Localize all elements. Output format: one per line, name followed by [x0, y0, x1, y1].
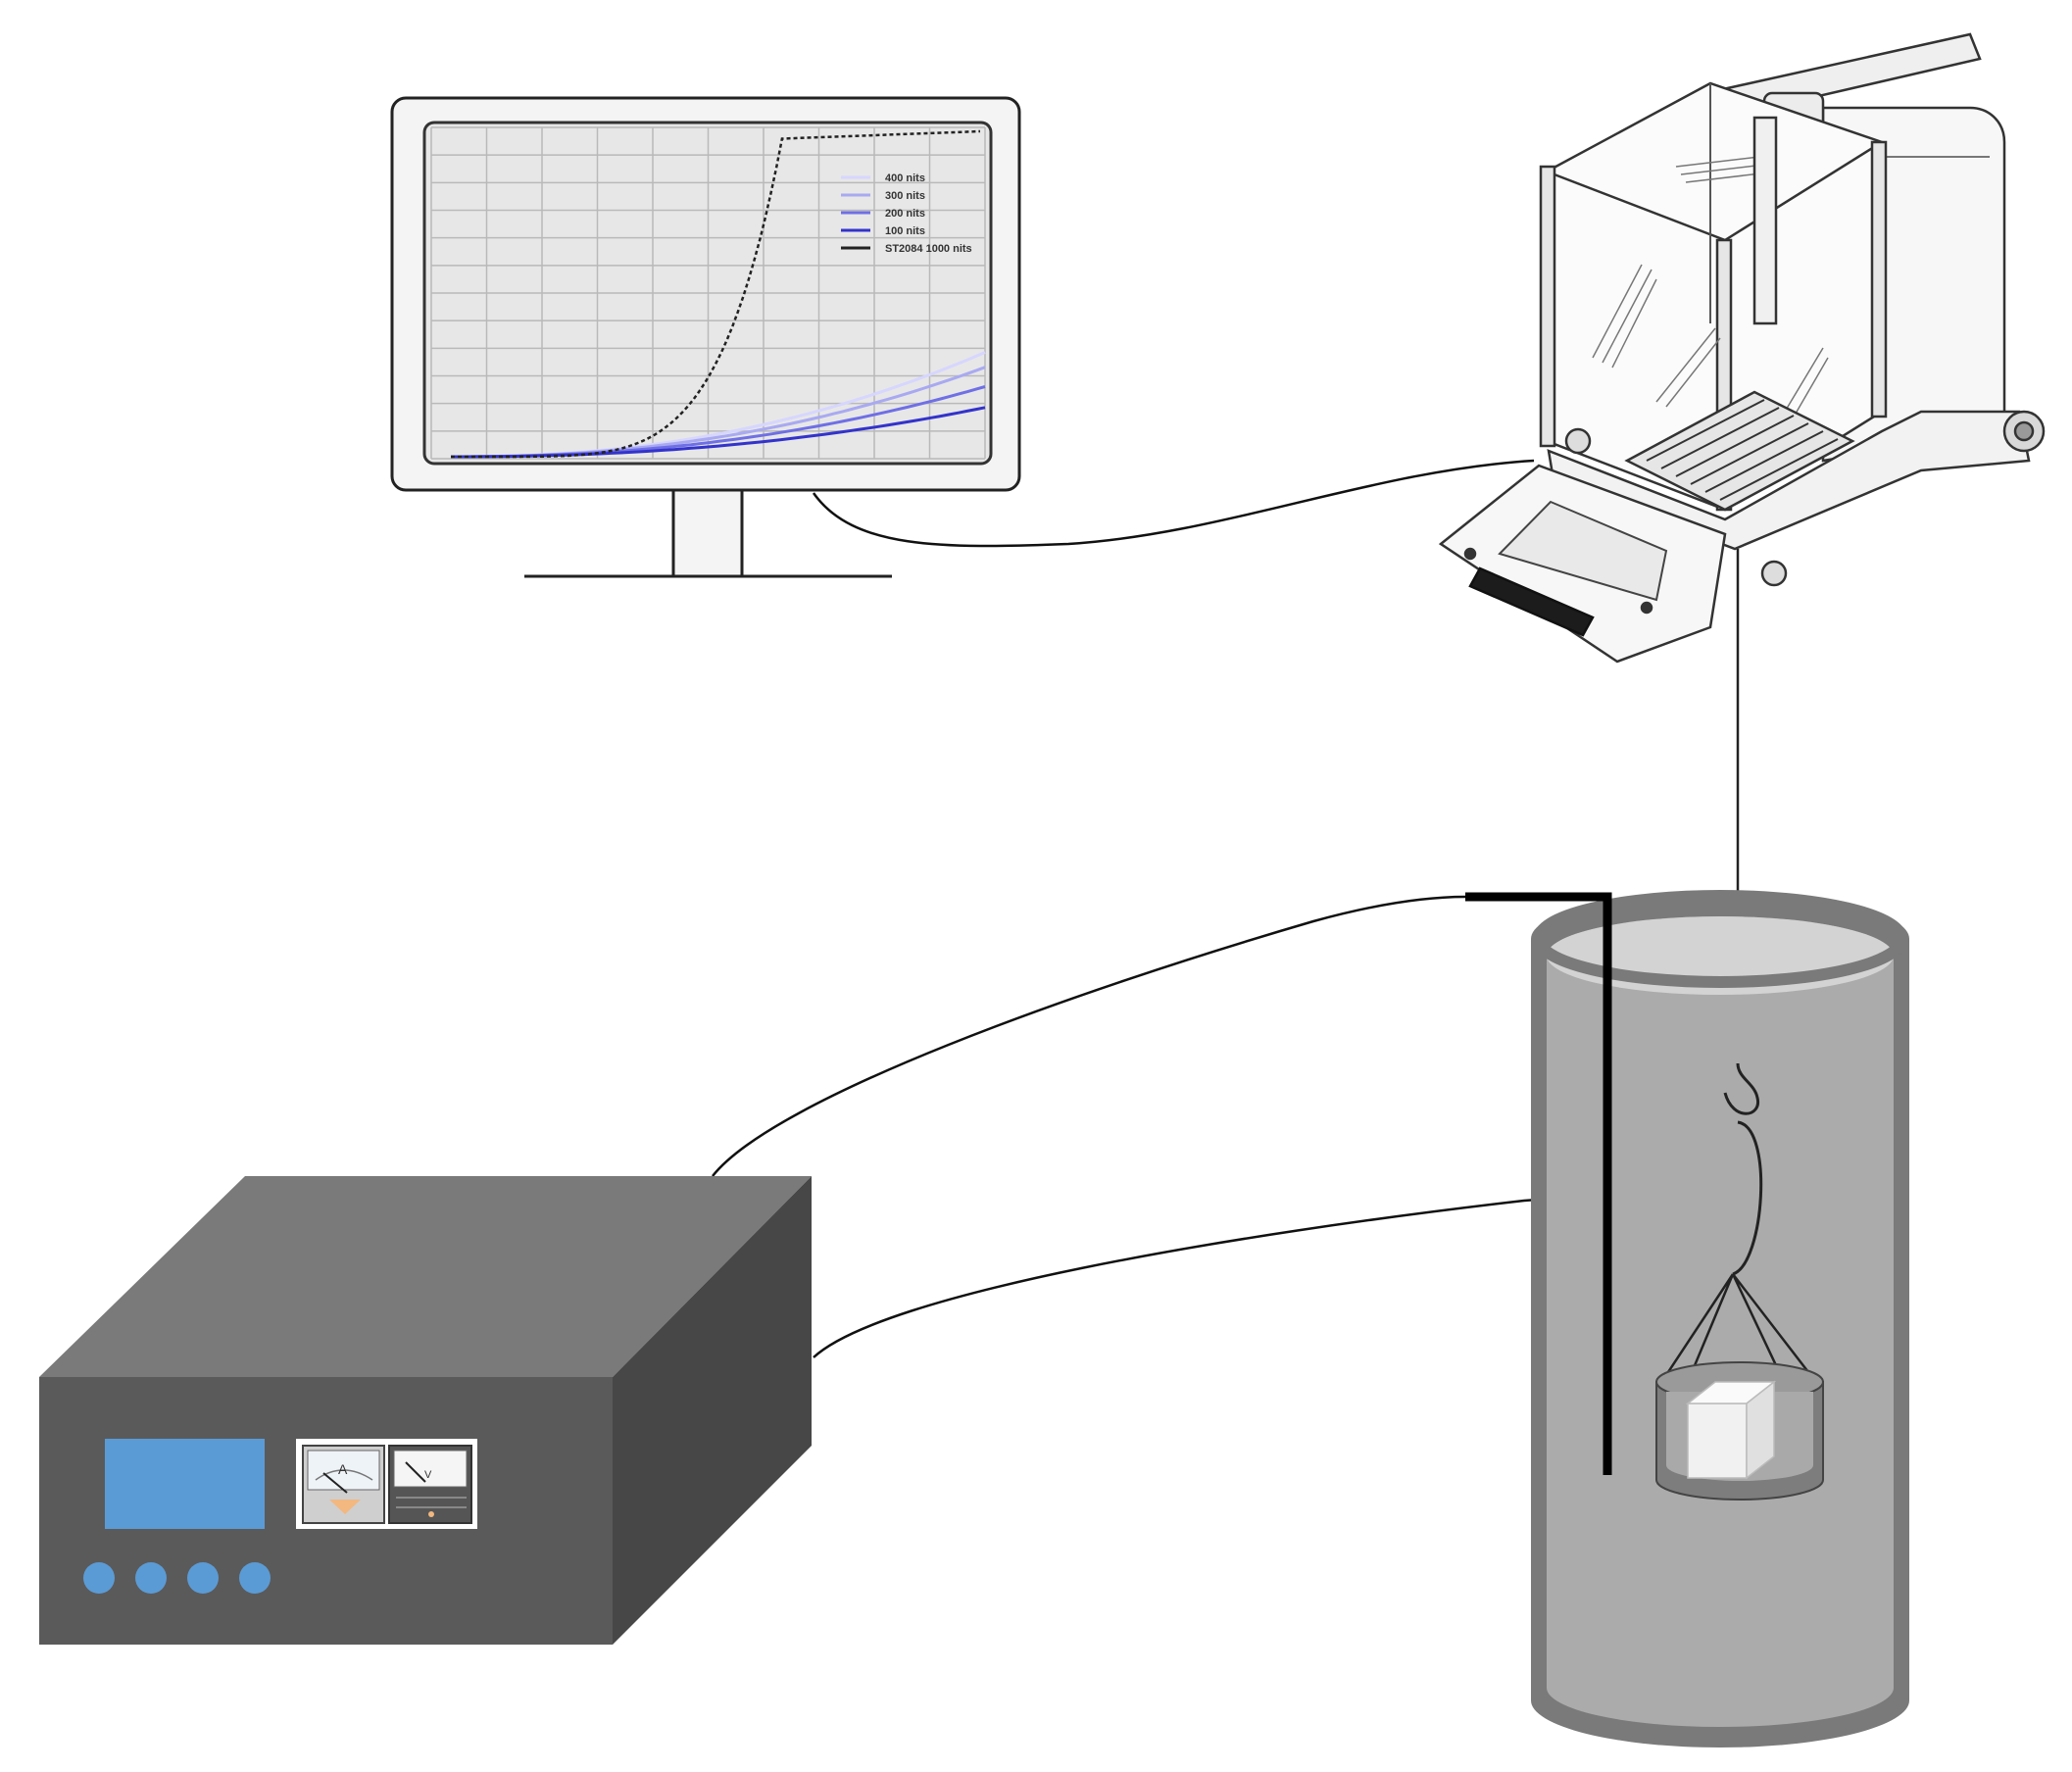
screen-grid: [430, 126, 986, 460]
voltmeter-label: V: [424, 1469, 432, 1481]
ammeter-label: A: [338, 1461, 348, 1477]
voltmeter: V: [388, 1445, 472, 1524]
balance-key-strip: [1468, 566, 1595, 637]
sample-assembly: [1655, 1062, 1824, 1501]
ammeter: A: [302, 1445, 385, 1524]
screen-curves: [451, 129, 986, 459]
cylinder-container: [1531, 890, 1909, 1747]
weighing-pan: [1624, 390, 1855, 512]
electrode: [1465, 892, 1612, 1475]
balance-button-right: [1640, 601, 1653, 615]
monitor-stand-neck: [671, 488, 744, 578]
ammeter-needle: [322, 1472, 348, 1494]
analytical-balance: [1438, 32, 2046, 664]
balance-button-left: [1463, 547, 1477, 561]
legend-label: 300 nits: [885, 190, 925, 202]
cables: [712, 459, 1545, 1358]
power-supply-display: [105, 1439, 265, 1529]
legend-label: ST2084 1000 nits: [885, 243, 972, 255]
voltmeter-needle: [405, 1461, 426, 1483]
power-supply-top: [39, 1176, 812, 1377]
power-supply-side: [613, 1176, 812, 1645]
legend-label: 200 nits: [885, 208, 925, 220]
sample-cube-front: [1687, 1403, 1748, 1479]
legend-label: 400 nits: [885, 172, 925, 184]
power-supply-button-4[interactable]: [239, 1562, 271, 1594]
power-supply-button-3[interactable]: [187, 1562, 219, 1594]
legend-label: 100 nits: [885, 225, 925, 237]
power-supply-button-1[interactable]: [83, 1562, 115, 1594]
monitor-to-balance-cable: [812, 459, 1535, 548]
curve-100-nits: [451, 406, 986, 459]
cylinder-inner-body: [1547, 916, 1894, 1727]
balance-display: [1498, 500, 1668, 602]
hook: [1723, 1062, 1763, 1276]
basket-wires: [1666, 1273, 1809, 1383]
power-to-electrode-cable: [712, 895, 1466, 1177]
power-to-container-cable: [813, 1198, 1545, 1358]
power-supply-button-2[interactable]: [135, 1562, 167, 1594]
curve-st2084-1000-nits: [451, 129, 981, 459]
power-supply: A V: [39, 1176, 812, 1645]
glass-reflections: [1592, 156, 1829, 426]
